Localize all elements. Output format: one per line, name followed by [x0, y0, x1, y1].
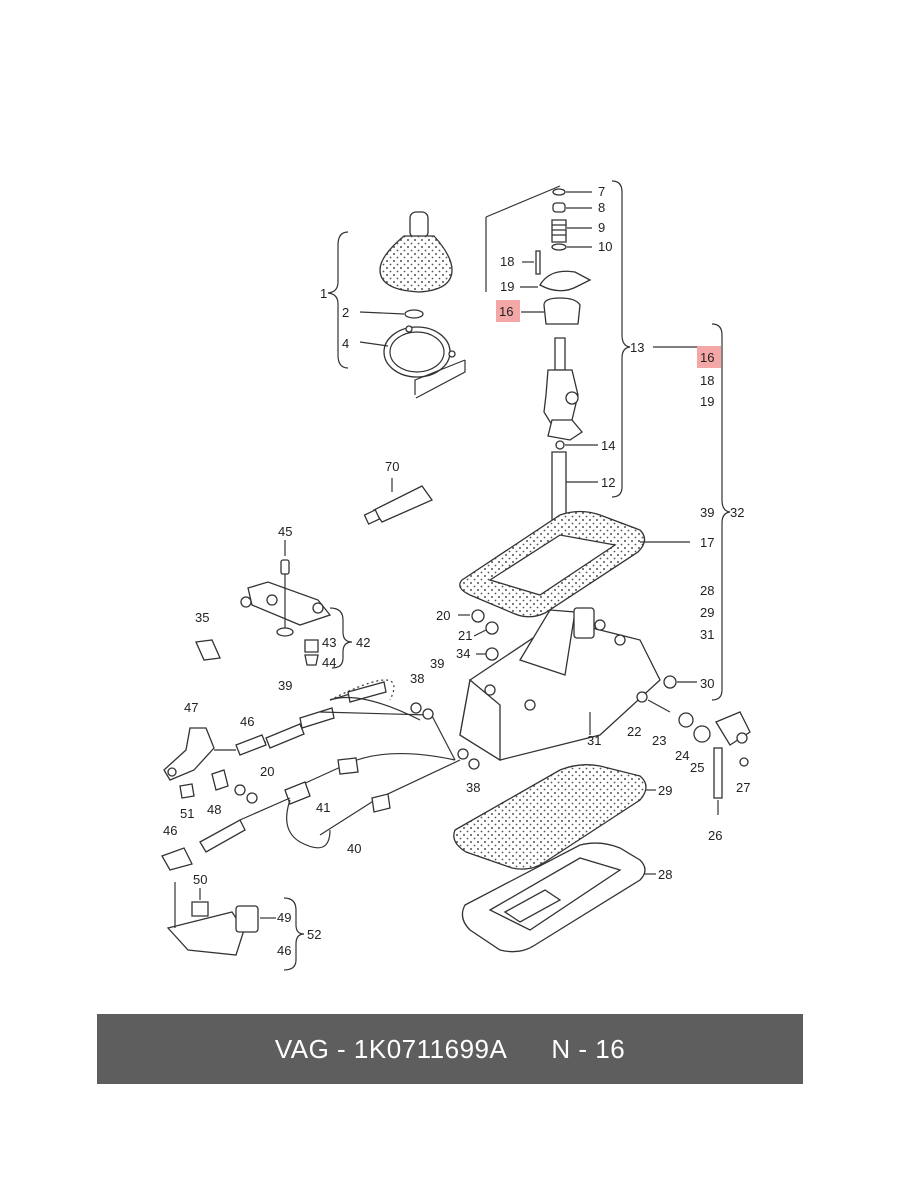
- label: 34: [456, 646, 470, 661]
- label: 29: [658, 783, 672, 798]
- label: 10: [598, 239, 612, 254]
- label: 2: [342, 305, 349, 320]
- label: 51: [180, 806, 194, 821]
- label: 23: [652, 733, 666, 748]
- label: 1: [320, 286, 327, 301]
- label: 4: [342, 336, 349, 351]
- label: 18: [700, 373, 714, 388]
- label: 22: [627, 724, 641, 739]
- label: 20: [436, 608, 450, 623]
- label: 30: [700, 676, 714, 691]
- label: 39: [700, 505, 714, 520]
- seal-plate: [459, 510, 690, 618]
- label: 38: [466, 780, 480, 795]
- label: 46: [277, 943, 291, 958]
- diagram-position: N - 16: [551, 1033, 626, 1064]
- label: 41: [316, 800, 330, 815]
- label: 40: [347, 841, 361, 856]
- label: 18: [500, 254, 514, 269]
- label: 20: [260, 764, 274, 779]
- label: 42: [356, 635, 370, 650]
- label: 45: [278, 524, 292, 539]
- label: 52: [307, 927, 321, 942]
- label: 46: [240, 714, 254, 729]
- part-labels: 1 2 4 7 8 9 10 18 19 16 13 16 18 19 14 1…: [163, 184, 750, 958]
- label: 43: [322, 635, 336, 650]
- label: 25: [690, 760, 704, 775]
- part-35-clip: [195, 639, 221, 661]
- part-code: VAG - 1K0711699A: [274, 1033, 508, 1064]
- label: 19: [500, 279, 514, 294]
- grease-tube: [363, 478, 433, 525]
- exploded-parts-diagram: 1 2 4 7 8 9 10 18 19 16 13 16 18 19 14 1…: [161, 180, 751, 971]
- selector-lever-52: [166, 882, 305, 971]
- label: 26: [708, 828, 722, 843]
- highlight-part-16-left: [496, 300, 520, 322]
- label: 14: [601, 438, 615, 453]
- shift-cables: [199, 679, 480, 853]
- label: 38: [410, 671, 424, 686]
- label: 13: [630, 340, 644, 355]
- label: 46: [163, 823, 177, 838]
- highlight-part-16-right: [697, 346, 721, 368]
- label: 39: [430, 656, 444, 671]
- gasket-29: [453, 764, 647, 870]
- gear-knob-assembly: [327, 211, 466, 395]
- shifter-housing: [459, 607, 661, 762]
- label: 50: [193, 872, 207, 887]
- label: 7: [598, 184, 605, 199]
- label: 35: [195, 610, 209, 625]
- label: 44: [322, 655, 336, 670]
- gearbox-levers: [161, 727, 267, 871]
- label: 28: [700, 583, 714, 598]
- label: 21: [458, 628, 472, 643]
- label: 8: [598, 200, 605, 215]
- selector-linkage: [636, 675, 751, 815]
- label: 39: [278, 678, 292, 693]
- label: 29: [700, 605, 714, 620]
- label: 27: [736, 780, 750, 795]
- part-number-footer: VAG - 1K0711699A N - 16: [97, 1014, 803, 1084]
- label: 31: [587, 733, 601, 748]
- label: 70: [385, 459, 399, 474]
- cover-plate-28: [461, 842, 656, 953]
- label: 32: [730, 505, 744, 520]
- label: 9: [598, 220, 605, 235]
- housing-fasteners: [458, 609, 499, 661]
- label: 24: [675, 748, 689, 763]
- label: 19: [700, 394, 714, 409]
- label: 17: [700, 535, 714, 550]
- label: 16: [700, 350, 714, 365]
- label: 16: [499, 304, 513, 319]
- label: 28: [658, 867, 672, 882]
- cable-bracket-assembly: [240, 540, 353, 669]
- label: 48: [207, 802, 221, 817]
- shift-lever-upper-assembly: [520, 180, 631, 498]
- label: 47: [184, 700, 198, 715]
- label: 49: [277, 910, 291, 925]
- label: 12: [601, 475, 615, 490]
- label: 31: [700, 627, 714, 642]
